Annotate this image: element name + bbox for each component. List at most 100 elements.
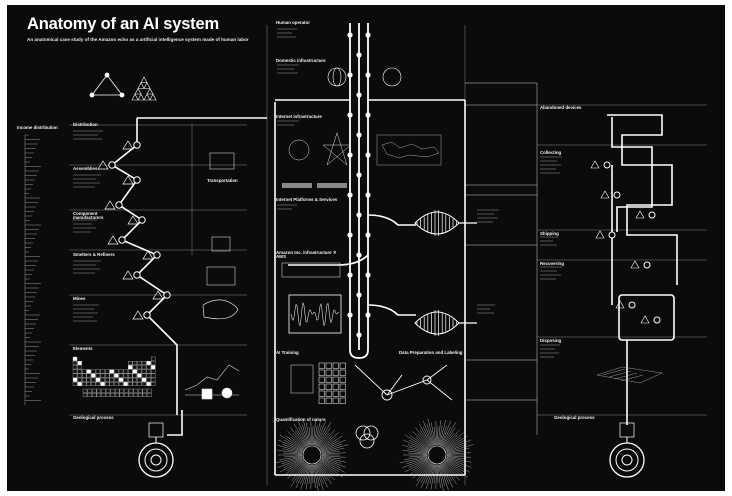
triangle-marker xyxy=(595,230,605,239)
element-cell xyxy=(137,373,142,378)
element-cell xyxy=(92,388,97,393)
burst-ray xyxy=(437,464,439,483)
pipe-node xyxy=(347,32,353,38)
burst-ray xyxy=(408,458,428,468)
training-cell xyxy=(318,369,325,376)
pipe-node xyxy=(365,312,371,318)
element-cell xyxy=(151,369,156,374)
poster: Anatomy of an AI system An anatomical ca… xyxy=(7,5,725,491)
label-income-distribution: Income distribution xyxy=(17,125,58,130)
burst-ray xyxy=(446,456,472,463)
element-cell xyxy=(118,373,124,378)
burst-ray xyxy=(402,458,428,468)
label-collecting: Collecting xyxy=(540,150,562,155)
pipe-node xyxy=(356,252,362,258)
burst-ray xyxy=(423,427,433,447)
burst-ray xyxy=(297,420,309,446)
element-cell xyxy=(128,373,133,378)
diagram-artwork xyxy=(24,23,707,491)
triangle-marker xyxy=(640,315,650,324)
training-cell xyxy=(325,390,332,397)
burst-ray xyxy=(444,434,458,449)
label-smelters-refiners: Smelters & Refiners xyxy=(73,252,115,257)
burst-ray xyxy=(444,461,463,477)
burst-ray xyxy=(442,427,456,447)
element-cell xyxy=(133,388,138,393)
burst-ray xyxy=(441,422,457,447)
triangle-marker xyxy=(104,200,116,210)
burst-ray xyxy=(411,460,429,472)
burst-ray xyxy=(315,464,324,484)
element-cell xyxy=(91,373,96,378)
element-cell xyxy=(77,365,82,370)
pipe-node xyxy=(365,232,371,238)
burst-ray xyxy=(293,423,308,447)
burst-ray xyxy=(433,464,437,484)
burst-ray xyxy=(310,464,312,489)
burst-ray xyxy=(435,421,437,446)
training-cell xyxy=(332,397,339,404)
element-cell xyxy=(72,361,78,365)
burst-ray xyxy=(446,444,474,453)
element-cell xyxy=(141,369,147,374)
burst-ray xyxy=(316,463,328,482)
income-distribution-list xyxy=(24,134,41,405)
burst-ray xyxy=(414,461,430,474)
burst-ray xyxy=(444,432,464,449)
burst-ray xyxy=(321,447,345,454)
burst-ray xyxy=(446,447,470,454)
burst-ray xyxy=(279,456,303,460)
element-cell xyxy=(101,388,106,393)
element-cell xyxy=(72,369,78,374)
element-cell xyxy=(141,365,147,370)
element-cell xyxy=(82,377,87,382)
element-cell xyxy=(86,377,91,382)
burst-ray xyxy=(446,458,471,468)
burst-ray xyxy=(418,462,431,476)
label-component-manufacturers: Component manufacturers xyxy=(73,211,104,221)
recycle-node xyxy=(628,301,636,309)
label-geological-process-left: Geological process xyxy=(73,415,114,420)
burst-ray xyxy=(316,463,328,488)
element-cell xyxy=(137,369,142,374)
element-cell xyxy=(146,369,151,374)
label-internet-infrastructure: Internet infrastructure xyxy=(276,114,322,119)
element-cell xyxy=(146,373,151,378)
label-shipping: Shipping xyxy=(540,231,559,236)
burst-ray xyxy=(321,458,346,468)
burst-ray xyxy=(321,457,341,464)
recycle-node xyxy=(603,161,611,169)
recycle-node xyxy=(648,211,656,219)
training-cell xyxy=(339,390,346,397)
element-cell xyxy=(137,382,142,386)
burst-ray xyxy=(444,437,462,450)
supply-node xyxy=(118,236,126,244)
burst-ray xyxy=(437,464,441,488)
burst-ray xyxy=(407,444,428,452)
element-cell xyxy=(133,393,138,397)
burst-ray xyxy=(446,457,466,464)
burst-ray xyxy=(321,444,349,453)
element-cell xyxy=(146,382,151,386)
training-cell xyxy=(332,369,339,376)
training-cell xyxy=(332,376,339,383)
lens-outline xyxy=(414,211,460,235)
burst-ray xyxy=(293,462,306,476)
supply-node xyxy=(108,161,116,169)
burst-ray xyxy=(319,432,339,449)
triangle-marker xyxy=(127,215,139,225)
burst-ray xyxy=(321,452,346,455)
burst-ray xyxy=(285,435,305,450)
burst-ray xyxy=(277,458,303,468)
element-cell xyxy=(151,377,156,382)
element-cell xyxy=(95,382,101,386)
burst-ray xyxy=(446,443,468,452)
training-cell xyxy=(318,376,325,383)
sierpinski-triangle xyxy=(131,76,157,101)
burst-ray xyxy=(282,444,303,452)
burst-ray xyxy=(403,439,428,452)
element-cell xyxy=(137,361,142,365)
triangle-marker xyxy=(630,260,640,269)
burst-ray xyxy=(301,424,310,446)
burst-ray xyxy=(430,464,436,490)
